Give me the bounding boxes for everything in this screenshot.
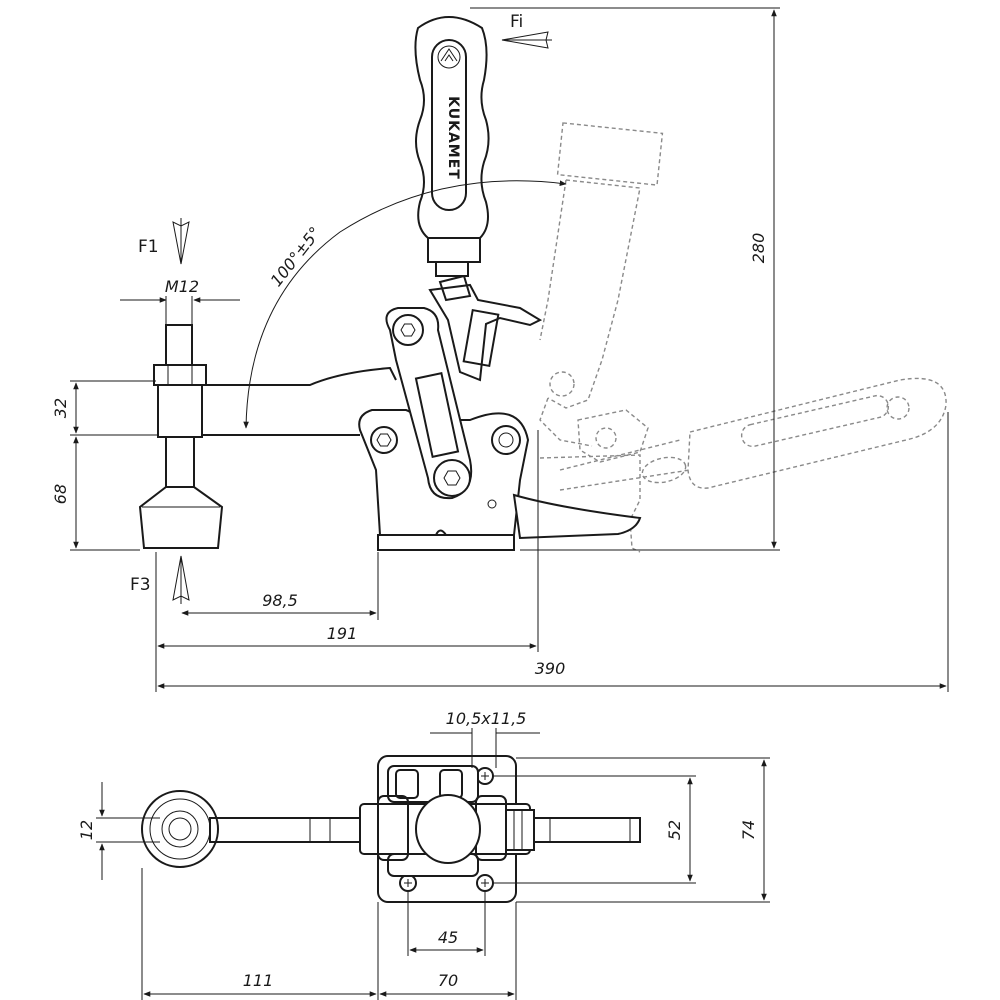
bottom-12-label: 12 [77,820,96,840]
height-32-label: 32 [51,398,70,418]
angle-label: 100°±5° [267,223,325,290]
height-280-label: 280 [749,233,768,264]
open-position-outline [539,122,947,553]
length-dimensions: 98,5 191 390 [155,412,949,692]
spindle-assembly [138,324,224,549]
bottom-45-label: 45 [438,928,458,947]
bottom-111-label: 111 [243,971,274,990]
height-280-dimension: 280 [470,7,780,551]
latch-tail [512,493,642,540]
handle: KUKAMET [414,16,490,277]
length-390-label: 390 [535,659,566,678]
thread-dimension: M12 [120,277,240,325]
brand-text: KUKAMET [445,96,461,180]
bottom-horizontal-dimensions: 111 70 [141,868,517,1000]
bottom-74-label: 74 [739,820,758,840]
spindle-eye [141,790,219,868]
hole-label: 10,5x11,5 [446,709,527,728]
force-fi: Fi [501,12,552,49]
height-68-label: 68 [51,484,70,504]
hole-dimension: 10,5x11,5 [430,709,540,768]
bottom-12-dimension: 12 [77,782,160,880]
length-98-5-label: 98,5 [262,591,298,610]
force-f3-label: F3 [130,575,151,595]
length-191-label: 191 [327,624,358,643]
top-arm [209,817,381,843]
force-f3: F3 [130,555,190,604]
force-fi-label: Fi [510,12,523,32]
side-view: KUKAMET 100°±5° Fi F1 F3 [51,7,949,692]
bottom-vertical-dimensions: 52 74 [492,757,770,903]
thread-label: M12 [165,277,199,296]
top-mechanism [359,765,641,877]
force-f1: F1 [138,218,190,265]
top-view: 10,5x11,5 12 52 74 45 [77,709,770,1000]
bottom-70-label: 70 [438,971,458,990]
height-dimensions: 32 68 [51,380,158,551]
bottom-45-dimension: 45 [407,892,486,956]
force-f1-label: F1 [138,237,159,257]
bottom-52-label: 52 [665,820,684,840]
